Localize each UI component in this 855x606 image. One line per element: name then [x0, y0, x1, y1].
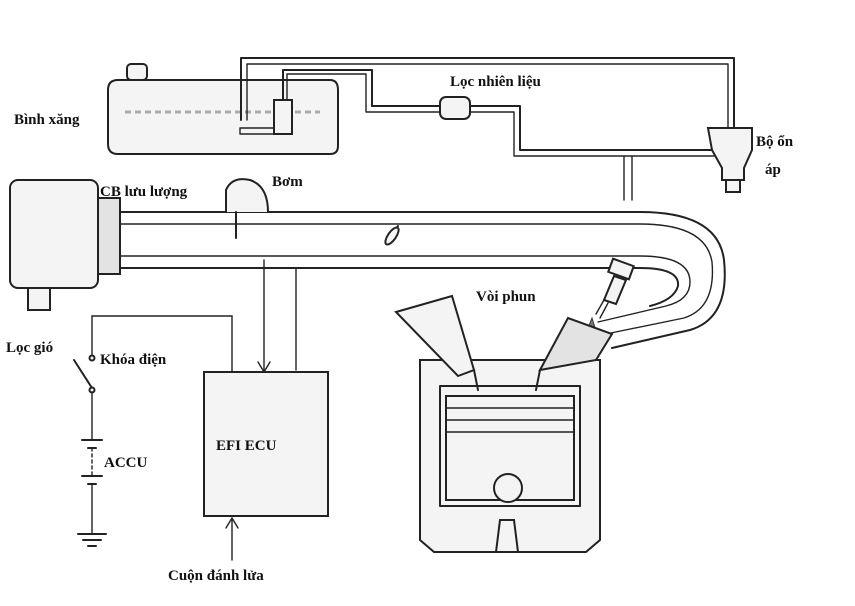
regulator-nipple	[725, 179, 741, 193]
label-battery: ACCU	[104, 455, 147, 471]
airflow-meter-housing	[225, 178, 269, 213]
piston-rings	[445, 407, 575, 433]
intake-port-right	[538, 316, 614, 372]
connecting-rod	[494, 519, 520, 553]
duct-bottom-inner	[119, 255, 691, 323]
injector-body	[602, 274, 628, 306]
air-cleaner-inlet	[27, 287, 51, 311]
label-ecu: EFI ECU	[216, 438, 277, 454]
regulator-body	[706, 127, 753, 181]
piston-pin	[493, 473, 523, 503]
injector-top	[606, 257, 636, 281]
pump-outlet-pipe-inner	[286, 73, 367, 107]
label-ignition-switch: Khóa điện	[100, 352, 167, 368]
duct-top-wall	[119, 211, 726, 349]
injector-nozzle	[595, 299, 609, 319]
switch-lever	[73, 359, 93, 389]
supply-pipe-a-inner	[365, 105, 441, 113]
fuel-tank-cap	[126, 63, 148, 81]
ground-symbol	[77, 533, 107, 547]
duct-bottom-wall	[119, 267, 680, 307]
air-cleaner	[9, 179, 121, 311]
cylinder-bore	[439, 385, 581, 507]
pump-intake	[239, 127, 275, 135]
label-pressure-regulator-2: áp	[765, 162, 781, 178]
label-ignition-coil: Cuộn đánh lửa	[168, 568, 264, 584]
label-pressure-regulator-1: Bộ ổn	[756, 134, 794, 150]
air-cleaner-outlet	[97, 197, 121, 275]
switch-contact-top	[88, 354, 96, 362]
label-fuel-tank: Bình xăng	[14, 112, 80, 128]
rail-feed-pipe	[623, 155, 633, 201]
return-line-outer	[240, 57, 735, 129]
supply-pipe-b	[469, 105, 721, 151]
duct-top-inner	[119, 223, 714, 335]
ecu-wiring	[91, 259, 329, 561]
fuel-tank	[107, 57, 735, 155]
pressure-regulator	[706, 127, 753, 193]
air-cleaner-box	[9, 179, 99, 289]
return-line-inner	[246, 63, 729, 129]
engine	[394, 294, 614, 553]
intake-duct	[119, 178, 726, 349]
in-tank-pump	[273, 99, 293, 135]
pump-outlet-pipe	[282, 69, 373, 107]
supply-pipe-b-inner	[469, 111, 721, 157]
label-airflow-sensor: CB lưu lượng	[100, 184, 188, 200]
label-injector: Vòi phun	[476, 289, 536, 305]
throttle-plate	[384, 226, 400, 246]
arrow-coil-ecu	[225, 517, 239, 529]
label-air-filter: Lọc gió	[6, 340, 53, 356]
valve-stems	[473, 369, 541, 391]
fuel-supply-line	[365, 96, 721, 201]
switch-battery-circuit	[73, 315, 107, 547]
fuel-filter	[439, 96, 471, 120]
label-pump: Bơm	[272, 174, 303, 190]
label-fuel-filter: Lọc nhiên liệu	[450, 74, 541, 90]
efi-ecu-box	[203, 371, 329, 517]
fuel-tank-body	[107, 79, 339, 155]
